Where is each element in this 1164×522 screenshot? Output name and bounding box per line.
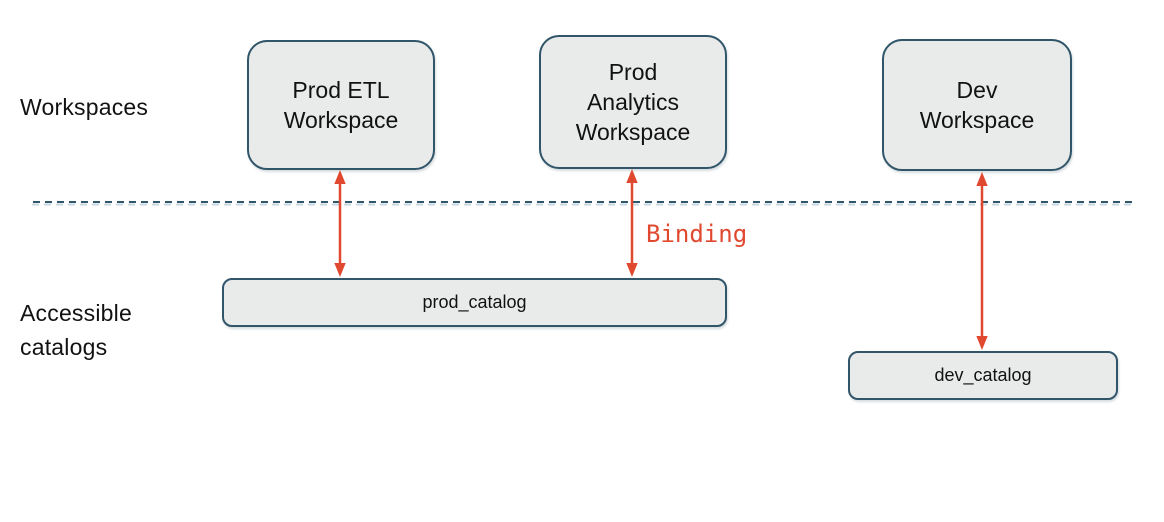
prod-catalog-label: prod_catalog <box>422 292 527 312</box>
prod-etl-workspace-box: Prod ETL Workspace <box>247 40 435 170</box>
prod-analytics-workspace-label: Prod Analytics Workspace <box>575 59 691 145</box>
arrow-head-down-icon <box>626 263 638 277</box>
prod-catalog-box: prod_catalog <box>222 278 727 327</box>
workspaces-row-label: Workspaces <box>20 94 149 120</box>
dev-catalog-label: dev_catalog <box>934 365 1032 385</box>
dev-workspace-box: Dev Workspace <box>882 39 1072 171</box>
arrow-head-down-icon <box>334 263 346 277</box>
arrow-head-up-icon <box>976 172 988 186</box>
arrow-prod-etl-to-prod-catalog <box>334 170 346 277</box>
dev-catalog-box: dev_catalog <box>848 351 1118 400</box>
arrow-head-down-icon <box>976 336 988 350</box>
arrow-prod-analytics-to-prod-catalog <box>626 169 638 277</box>
arrow-head-up-icon <box>626 169 638 183</box>
accessible-catalogs-row-label: Accessible catalogs <box>20 300 132 360</box>
arrow-head-up-icon <box>334 170 346 184</box>
prod-analytics-workspace-box: Prod Analytics Workspace <box>539 35 727 169</box>
prod-etl-workspace-label: Prod ETL Workspace <box>283 77 399 133</box>
arrow-dev-to-dev-catalog <box>976 172 988 350</box>
dev-workspace-label: Dev Workspace <box>919 77 1035 133</box>
binding-label: Binding <box>646 220 748 248</box>
